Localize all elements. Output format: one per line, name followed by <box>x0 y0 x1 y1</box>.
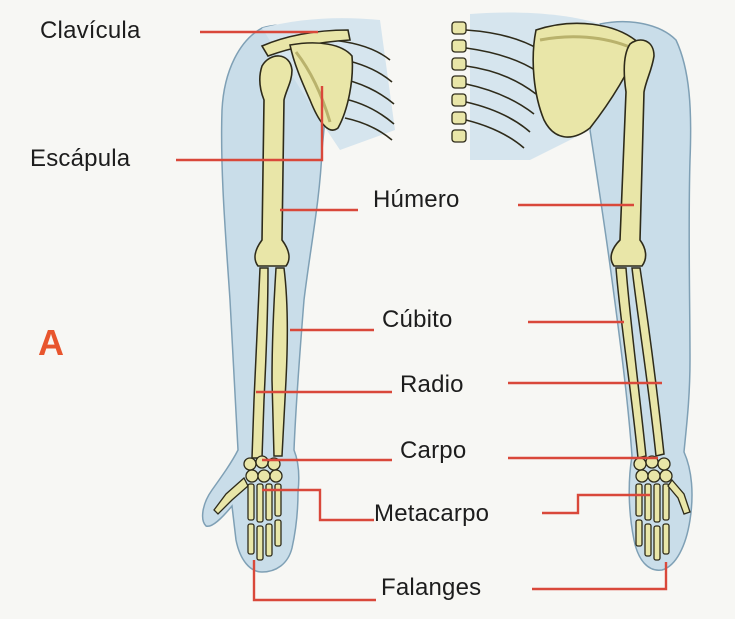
label-carpo: Carpo <box>400 439 466 463</box>
label-cubito: Cúbito <box>382 308 453 332</box>
right-vertebrae <box>452 22 466 142</box>
label-escapula: Escápula <box>30 147 130 171</box>
label-metacarpo: Metacarpo <box>374 502 489 526</box>
label-falanges: Falanges <box>381 576 481 600</box>
panel-letter: A <box>38 325 64 361</box>
label-humero: Húmero <box>373 188 460 212</box>
label-radio: Radio <box>400 373 464 397</box>
label-clavicula: Clavícula <box>40 19 141 43</box>
